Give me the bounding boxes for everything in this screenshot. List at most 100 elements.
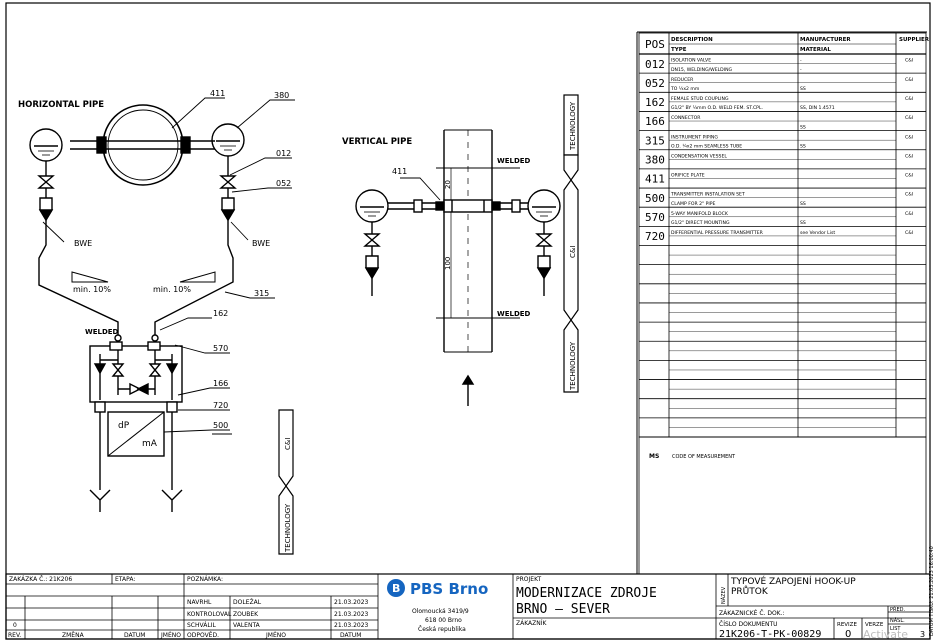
- sig-name-2: VALENTA: [233, 622, 261, 629]
- row-description: FEMALE STUD COUPLING: [671, 96, 729, 102]
- row-pos: 012: [645, 58, 665, 71]
- cislo-label: ČÍSLO DOKUMENTU: [719, 621, 778, 628]
- zakazka: ZAKÁZKA Č.: 21K206: [9, 576, 72, 583]
- zakaznik-label: ZÁKAZNÍK: [516, 620, 548, 627]
- legend-text: CODE OF MEASUREMENT: [672, 454, 736, 460]
- row-manufacturer: -: [800, 59, 802, 64]
- row-pos: 380: [645, 154, 665, 167]
- row-supplier: C&I: [905, 134, 913, 140]
- row-type: DN15, WELDING/WELDING: [671, 67, 733, 73]
- header-manufacturer: MANUFACTURER: [800, 37, 851, 43]
- legend-code: MS: [649, 453, 659, 460]
- technology-ci-bar-right: [563, 94, 579, 393]
- manifold-block: [89, 345, 183, 403]
- row-pos: 570: [645, 211, 665, 224]
- technology-label-right-top: TECHNOLOGY: [569, 101, 577, 151]
- drain-left: [89, 489, 111, 512]
- condensation-vessel-right: [211, 123, 245, 157]
- row-supplier: C&I: [905, 211, 913, 217]
- row-material: SS: [800, 201, 806, 207]
- isolation-valve-right: [219, 175, 237, 189]
- row-pos: 162: [645, 96, 665, 109]
- sig-name-1: ZOUBEK: [233, 611, 259, 618]
- row-type: O.D. ¼x2 mm SEAMLESS TUBE: [671, 143, 742, 149]
- vertical-pipe-diagram: VERTICAL PIPE: [342, 129, 561, 406]
- row-supplier: C&I: [905, 192, 913, 198]
- row-pos: 411: [645, 173, 665, 186]
- horizontal-pipe-label: HORIZONTAL PIPE: [18, 100, 104, 110]
- jmeno-header-rev: JMÉNO: [160, 631, 181, 639]
- parts-table-rows: 012 ISOLATION VALVE DN15, WELDING/WELDING -…: [645, 58, 913, 243]
- verze-label: VERZE: [865, 622, 884, 628]
- row-description: TRANSMITTER INSTALATION SET: [670, 192, 745, 198]
- row-description: ORIFICE PLATE: [671, 173, 705, 179]
- projekt-line-1: MODERNIZACE ZDROJE: [516, 586, 657, 601]
- list-value: 3: [920, 630, 925, 639]
- svg-text:B: B: [392, 582, 400, 595]
- horizontal-pipe-diagram: HORIZONTAL PIPE: [18, 97, 295, 512]
- vertical-pipe-label: VERTICAL PIPE: [342, 137, 412, 147]
- callout-162: 162: [213, 309, 228, 318]
- company-addr-1: Olomoucká 3419/9: [412, 608, 469, 615]
- vertical-orifice-plate: [443, 199, 493, 213]
- callout-500: 500: [213, 421, 228, 430]
- company-logo: B: [387, 579, 405, 597]
- sig-role-0: NAVRHL: [187, 599, 212, 606]
- row-material: SS: [800, 143, 806, 149]
- row-description: REDUCER: [671, 77, 694, 83]
- datum-header-sig: DATUM: [340, 632, 361, 639]
- impulse-line-left: [38, 220, 119, 335]
- drawing-border: [5, 2, 931, 640]
- callout-570: 570: [213, 344, 228, 353]
- row-description: ISOLATION VALVE: [671, 58, 711, 64]
- list-label: LIST: [890, 626, 901, 632]
- vertical-condensation-vessel-left: [355, 189, 389, 223]
- technology-ci-bar-bottom: [278, 409, 294, 555]
- row-description: 5-WAY MANIFOLD BLOCK: [671, 211, 729, 217]
- company-addr-2: 618 00 Brno: [425, 617, 462, 624]
- sig-role-1: KONTROLOVAL: [187, 611, 232, 618]
- nasl-label: NÁSL.: [890, 617, 905, 624]
- zak-dok: ZÁKAZNICKÉ Č. DOK.:: [719, 609, 785, 617]
- header-type: TYPE: [671, 47, 687, 53]
- rev-value: 0: [13, 622, 17, 629]
- callout-166: 166: [213, 379, 228, 388]
- drain-right: [161, 489, 183, 512]
- slope-label-right: min. 10%: [153, 285, 191, 294]
- ma-label: mA: [142, 439, 158, 449]
- etapa: ETAPA:: [115, 576, 135, 583]
- sig-name-0: DOLEŽAL: [233, 598, 262, 606]
- parts-table-headers: POS DESCRIPTION TYPE MANUFACTURER MATERI…: [645, 37, 930, 53]
- row-material: SS, DIN 1.4571: [800, 105, 835, 111]
- row-pos: 052: [645, 77, 665, 90]
- technology-label-right-bottom: TECHNOLOGY: [569, 341, 577, 391]
- dp-label: dP: [118, 421, 130, 431]
- condensation-vessel-left: [29, 128, 63, 162]
- slope-triangle-left: [71, 271, 109, 283]
- row-material: SS: [800, 220, 806, 226]
- orifice-flange-left: [96, 136, 107, 154]
- print-date-side: DATUM TISKU: 21.03.2023 16:00:40: [929, 546, 935, 636]
- row-supplier: C&I: [905, 230, 913, 236]
- row-type: CLAMP FOR 2" PIPE: [671, 201, 716, 207]
- row-pos: 500: [645, 192, 665, 205]
- callout-315: 315: [254, 289, 269, 298]
- sig-role-2: SCHVÁLIL: [187, 622, 216, 629]
- row-supplier: C&I: [905, 173, 913, 179]
- row-description: CONNECTOR: [671, 115, 701, 121]
- callout-052: 052: [276, 179, 291, 188]
- welded-label-left: WELDED: [85, 328, 119, 336]
- sig-date-1: 21.03.2023: [334, 611, 369, 618]
- orifice-flange-right: [180, 136, 191, 154]
- callout-380: 380: [274, 91, 289, 100]
- technology-label-bottom: TECHNOLOGY: [284, 503, 292, 553]
- poznamka: POZNÁMKA:: [187, 576, 223, 583]
- welded-label-bottom: WELDED: [497, 310, 531, 318]
- impulse-line-right: [154, 220, 234, 335]
- ci-label-bottom: C&I: [284, 438, 292, 450]
- vertical-callouts: 411 WELDED WELDED 20 100: [392, 157, 531, 318]
- row-pos: 166: [645, 115, 665, 128]
- callout-411: 411: [210, 89, 225, 98]
- cislo-value: 21K206-T-PK-00829: [719, 629, 821, 640]
- title-block-text: ZAKÁZKA Č.: 21K206 ETAPA: POZNÁMKA: 0 RE…: [8, 576, 369, 639]
